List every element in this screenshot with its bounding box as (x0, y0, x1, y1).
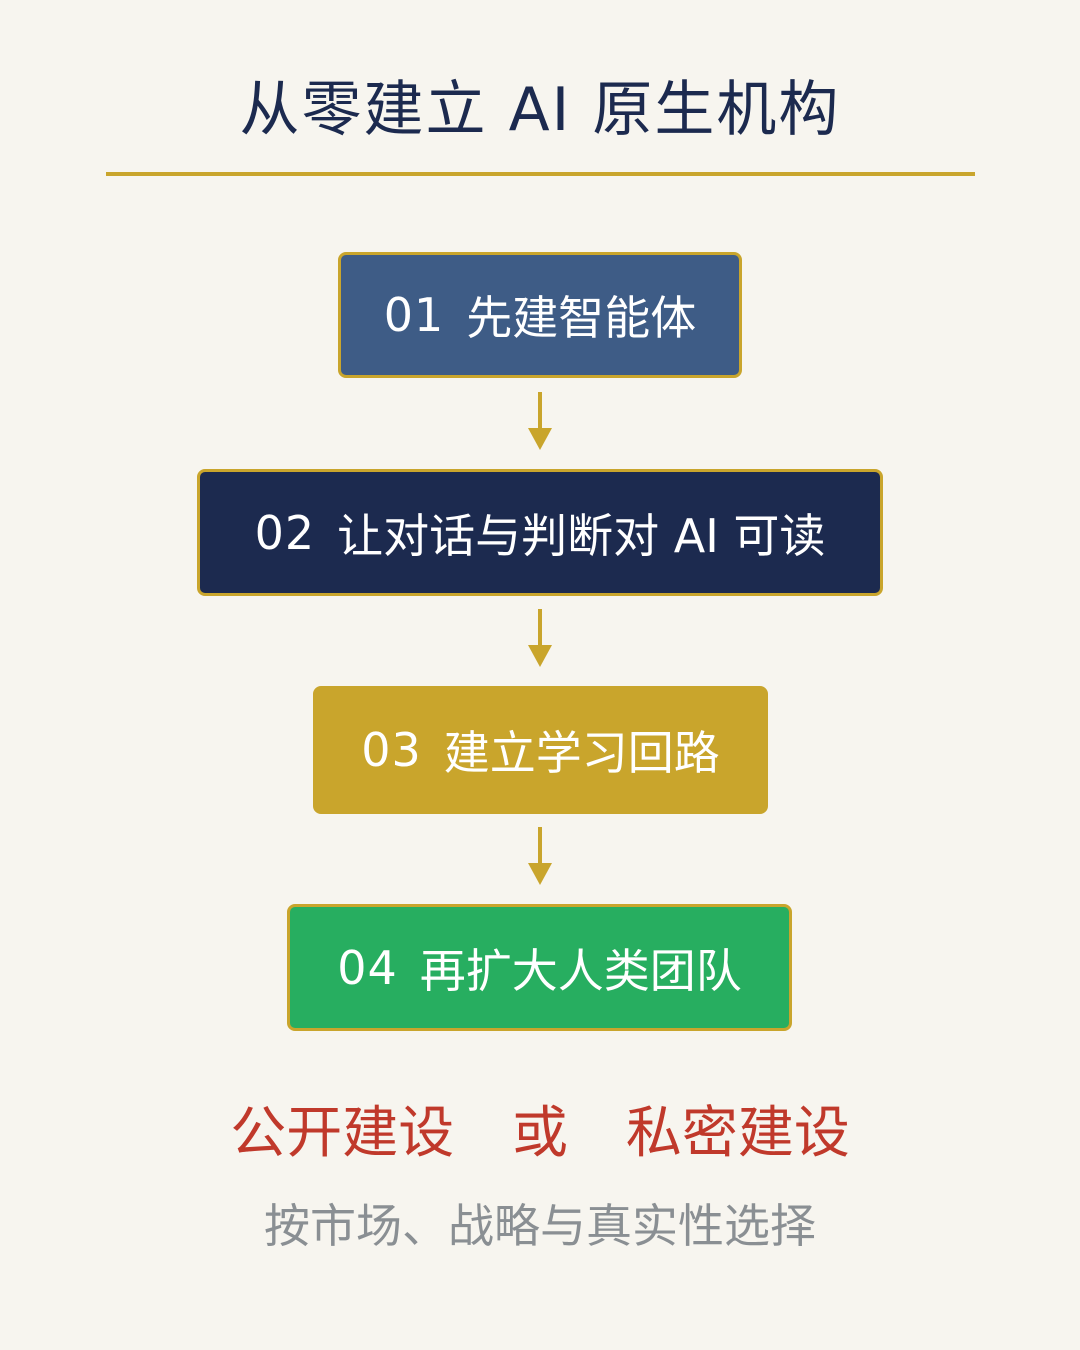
step-number: 03 (361, 723, 422, 777)
step-label: 建立学习回路 (443, 726, 720, 780)
down-arrow-icon (528, 827, 552, 885)
step-box-01: 01 先建智能体 (338, 252, 742, 378)
step-label: 先建智能体 (466, 291, 697, 345)
step-label: 让对话与判断对 AI 可读 (337, 508, 826, 563)
step-number: 01 (383, 288, 445, 342)
down-arrow-icon (528, 392, 552, 450)
or-connector: 或 (512, 1101, 568, 1166)
title-divider (106, 172, 975, 176)
step-label: 再扩大人类团队 (419, 943, 742, 998)
step-number: 02 (254, 505, 316, 560)
choice-criteria: 按市场、战略与真实性选择 (264, 1199, 816, 1253)
build-choice: 公开建设 或 私密建设 (0, 1098, 1080, 1170)
step-box-02: 02 让对话与判断对 AI 可读 (197, 469, 883, 596)
down-arrow-icon (528, 609, 552, 667)
page-title: 从零建立 AI 原生机构 (239, 75, 841, 145)
step-box-04: 04 再扩大人类团队 (287, 904, 792, 1031)
private-build-option: 私密建设 (625, 1101, 850, 1166)
step-box-03: 03 建立学习回路 (313, 686, 768, 814)
public-build-option: 公开建设 (230, 1101, 455, 1166)
step-number: 04 (337, 940, 398, 995)
